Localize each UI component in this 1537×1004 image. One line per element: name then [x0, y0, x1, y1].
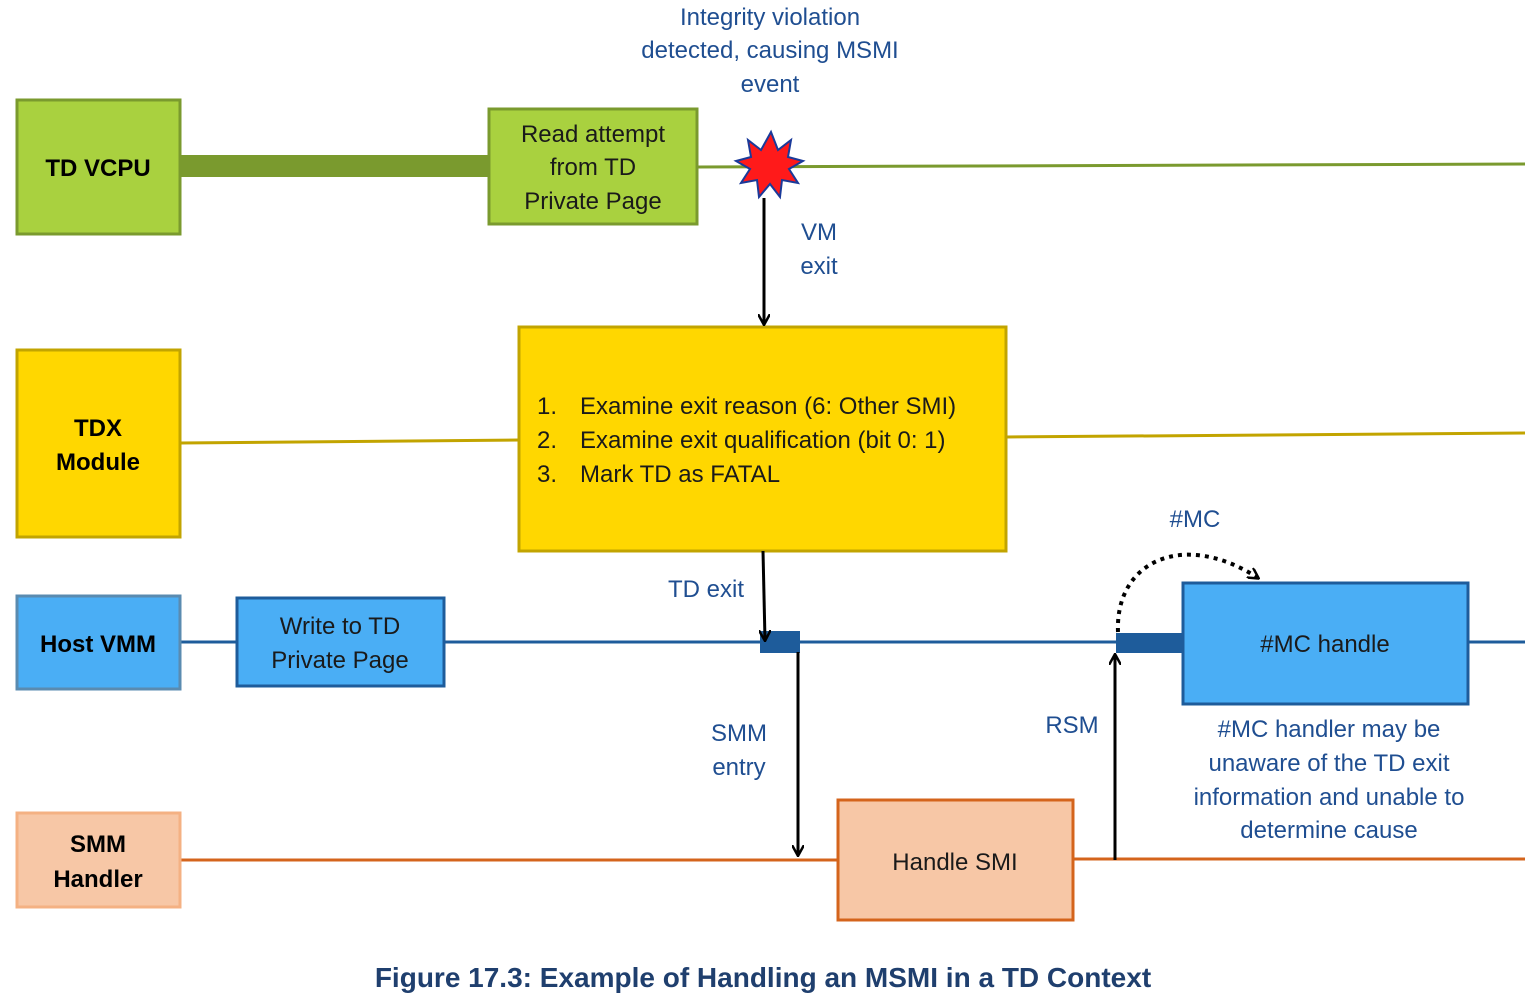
box-read-attempt: Read attempt from TD Private Page: [487, 107, 699, 226]
tdx-timeline-left: [179, 438, 520, 445]
lane-smm-handler-label-2: Handler: [53, 866, 142, 893]
vm-exit-line-2: exit: [800, 253, 838, 280]
annotation-vm-exit: VM exit: [800, 219, 838, 280]
lane-tdx-module-label-1: TDX: [74, 415, 122, 442]
vcpu-timeline: [696, 162, 1526, 169]
handle-smi-text: Handle SMI: [892, 849, 1017, 876]
integrity-line-1: Integrity violation: [680, 4, 860, 31]
tdx-step-1-text: Examine exit reason (6: Other SMI): [580, 393, 956, 420]
mc-note-line-3: information and unable to: [1194, 784, 1465, 811]
annotation-mc-note: #MC handler may be unaware of the TD exi…: [1194, 716, 1465, 844]
tdx-step-1-num: 1.: [537, 393, 557, 420]
integrity-violation-burst-icon: [733, 129, 806, 200]
box-mc-handle: #MC handle: [1181, 581, 1470, 706]
lane-smm-handler-label-1: SMM: [70, 831, 126, 858]
mc-note-line-4: determine cause: [1240, 817, 1417, 844]
mc-note-line-2: unaware of the TD exit: [1208, 750, 1449, 777]
tdx-timeline-right: [1005, 431, 1526, 439]
vmm-mc-marker: [1116, 633, 1184, 653]
tdx-step-3-num: 3.: [537, 461, 557, 488]
td-exit-arrow: [763, 550, 765, 640]
annotation-mc: #MC: [1170, 506, 1221, 533]
lane-host-vmm-label: Host VMM: [40, 631, 156, 658]
lane-smm-handler: SMM Handler: [15, 811, 182, 909]
lane-tdx-module-label-2: Module: [56, 449, 140, 476]
lane-lines: [179, 155, 1526, 862]
tdx-step-3-text: Mark TD as FATAL: [580, 461, 780, 488]
vm-exit-line-1: VM: [801, 219, 837, 246]
annotation-integrity: Integrity violation detected, causing MS…: [641, 4, 898, 98]
lane-td-vcpu: TD VCPU: [15, 98, 182, 236]
lane-td-vcpu-label: TD VCPU: [45, 155, 150, 182]
read-attempt-line-1: Read attempt: [521, 121, 665, 148]
write-to-td-line-2: Private Page: [271, 647, 408, 674]
read-attempt-line-3: Private Page: [524, 188, 661, 215]
box-handle-smi: Handle SMI: [836, 798, 1075, 922]
annotation-rsm: RSM: [1045, 712, 1098, 739]
vcpu-thick-bar: [180, 155, 490, 177]
annotation-smm-entry: SMM entry: [711, 720, 767, 781]
integrity-line-2: detected, causing MSMI: [641, 37, 898, 64]
tdx-step-2-num: 2.: [537, 427, 557, 454]
integrity-line-3: event: [741, 71, 800, 98]
smm-entry-line-2: entry: [712, 754, 765, 781]
mc-dotted-arrow: [1115, 552, 1258, 633]
annotation-td-exit: TD exit: [668, 576, 744, 603]
mc-handle-text: #MC handle: [1260, 631, 1389, 658]
lane-host-vmm: Host VMM: [15, 594, 182, 691]
write-to-td-line-1: Write to TD: [280, 613, 400, 640]
mc-note-line-1: #MC handler may be: [1218, 716, 1441, 743]
box-tdx-steps: 1. Examine exit reason (6: Other SMI) 2.…: [517, 325, 1008, 553]
smm-entry-line-1: SMM: [711, 720, 767, 747]
box-write-to-td: Write to TD Private Page: [235, 596, 446, 688]
figure-caption: Figure 17.3: Example of Handling an MSMI…: [375, 962, 1151, 993]
lane-tdx-module: TDX Module: [15, 348, 182, 539]
read-attempt-line-2: from TD: [550, 154, 636, 181]
tdx-step-2-text: Examine exit qualification (bit 0: 1): [580, 427, 946, 454]
